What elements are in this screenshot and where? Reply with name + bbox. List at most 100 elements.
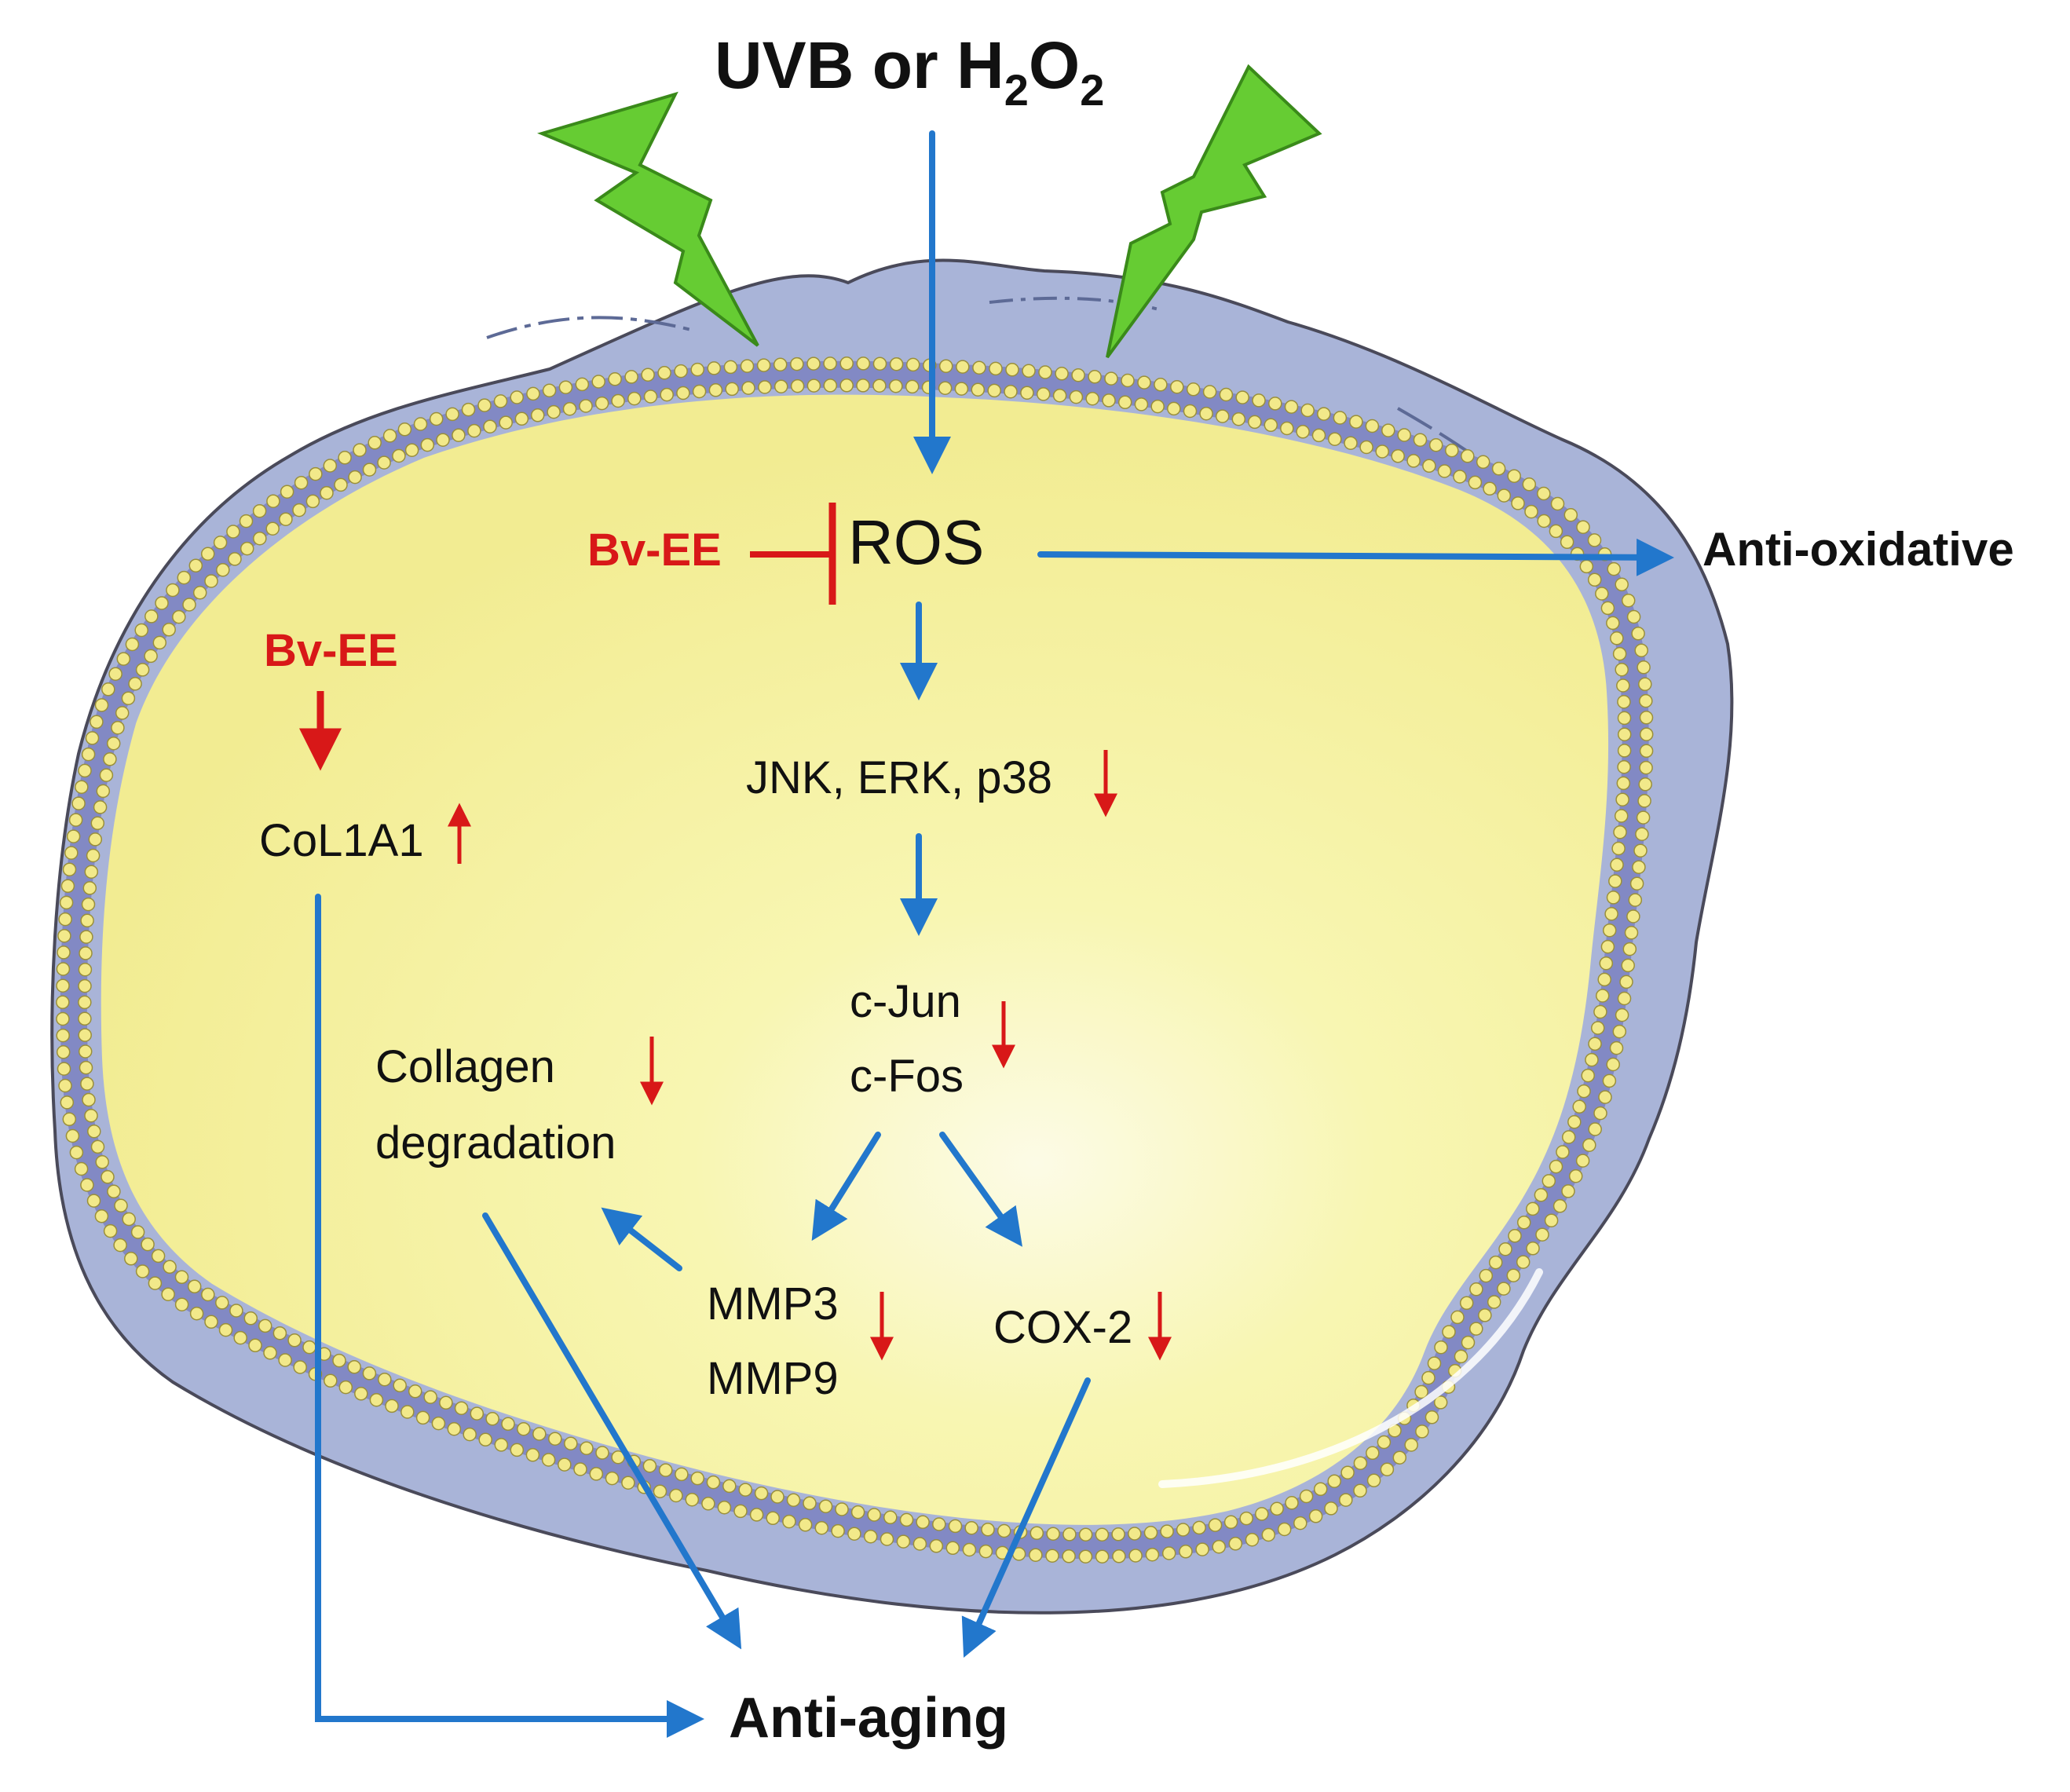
lipid-bead (1215, 409, 1230, 423)
lipid-bead (1615, 792, 1629, 806)
lipid-bead (431, 1416, 446, 1431)
stimulus-title: UVB or H2O2 (715, 28, 1104, 115)
lipid-bead (151, 1249, 166, 1264)
lipid-bead (514, 411, 529, 426)
lipid-bead (558, 1457, 572, 1472)
lipid-bead (116, 652, 131, 666)
lipid-bead (818, 1499, 833, 1513)
lipid-bead (461, 402, 476, 417)
lipid-bead (204, 1315, 218, 1329)
lipid-bead (1577, 1084, 1591, 1099)
lipid-bead (177, 570, 192, 585)
lipid-bead (798, 1518, 813, 1532)
lipid-bead (400, 1405, 415, 1419)
lipid-bead (463, 1427, 477, 1442)
lipid-bead (87, 1124, 101, 1139)
lipid-bead (1052, 388, 1067, 403)
lipid-bead (1245, 1532, 1260, 1547)
lipid-bead (978, 1544, 993, 1559)
lipid-bead (674, 364, 688, 379)
lipid-bead (749, 1508, 764, 1522)
lipid-bead (856, 357, 871, 371)
lipid-bead (78, 1044, 93, 1059)
lipid-bead (494, 1438, 509, 1452)
lipid-bead (78, 1028, 92, 1042)
lipid-bead (499, 415, 513, 430)
lipid-bead (676, 386, 690, 400)
lipid-bead (1487, 1295, 1501, 1309)
lipid-bead (233, 1330, 247, 1345)
lipid-bead (558, 380, 573, 394)
lipid-bead (1128, 1527, 1142, 1541)
lipid-bead (1183, 404, 1198, 419)
lipid-bead (392, 448, 406, 463)
lipid-bead (124, 1252, 138, 1266)
mmp3-label: MMP3 (707, 1278, 839, 1329)
lipid-bead (1639, 744, 1654, 759)
lipid-bead (121, 691, 136, 705)
arrow-col1a1-to-anti-aging (315, 894, 704, 1738)
lipid-bead (293, 1360, 307, 1374)
lipid-bead (385, 1399, 399, 1413)
lipid-bead (86, 1194, 101, 1208)
lipid-bead (1308, 1509, 1323, 1523)
lipid-bead (483, 419, 497, 433)
lipid-bead (393, 1378, 407, 1393)
lipid-bead (204, 574, 218, 588)
lipid-bead (863, 1529, 878, 1544)
lipid-bead (56, 962, 71, 976)
lipid-bead (1380, 1462, 1395, 1476)
lipid-bead (1563, 507, 1578, 522)
lipid-bead (690, 362, 704, 377)
lipid-bead (987, 383, 1001, 398)
lipid-bead (1128, 1549, 1143, 1563)
lipid-bead (1102, 393, 1116, 408)
collagen-degradation-label: degradation (375, 1117, 616, 1168)
lipid-bead (1030, 1526, 1044, 1540)
lipid-bead (1624, 926, 1639, 940)
lipid-bead (1088, 370, 1102, 384)
lipid-bead (1617, 727, 1632, 741)
lipid-bead (883, 1510, 898, 1525)
lipid-bead (1516, 1255, 1531, 1269)
lipid-bead (856, 379, 870, 393)
lipid-bead (172, 609, 186, 624)
lipid-bead (1299, 1489, 1314, 1504)
lipid-bead (1195, 1542, 1209, 1556)
lipid-bead (294, 475, 309, 490)
lipid-bead (1550, 496, 1565, 511)
lipid-bead (467, 423, 481, 438)
lipid-bead (56, 995, 70, 1010)
lipid-bead (362, 1366, 377, 1381)
cfos-label: c-Fos (850, 1051, 964, 1102)
lipid-bead (1638, 677, 1652, 692)
lipid-bead (1542, 1174, 1556, 1188)
lipid-bead (1317, 407, 1331, 421)
lipid-bead (134, 623, 148, 638)
lipid-bead (658, 1463, 673, 1477)
lipid-bead (84, 865, 99, 879)
lipid-bead (722, 1479, 737, 1494)
lipid-bead (96, 784, 111, 799)
lipid-bead (1637, 660, 1651, 675)
lipid-bead (1593, 1004, 1607, 1019)
lipid-bead (1617, 991, 1632, 1006)
lipid-bead (1619, 975, 1633, 989)
lipid-bead (708, 383, 723, 397)
col1a1-label: CoL1A1 (259, 815, 424, 866)
lipid-bead (1634, 643, 1648, 657)
lipid-bead (896, 1534, 911, 1549)
lipid-bead (1606, 616, 1620, 631)
lipid-bead (1192, 1520, 1206, 1535)
lipid-bead (1617, 759, 1631, 774)
lipid-bead (1549, 1159, 1563, 1174)
lipid-bead (594, 396, 609, 411)
lipid-bead (1616, 678, 1630, 693)
lipid-bead (608, 372, 622, 386)
lipid-bead (1349, 415, 1363, 429)
lipid-bead (938, 359, 953, 373)
lipid-bead (938, 381, 953, 395)
lipid-bead (99, 768, 114, 782)
lipid-bead (1588, 1037, 1602, 1051)
lipid-bead (717, 1500, 732, 1515)
